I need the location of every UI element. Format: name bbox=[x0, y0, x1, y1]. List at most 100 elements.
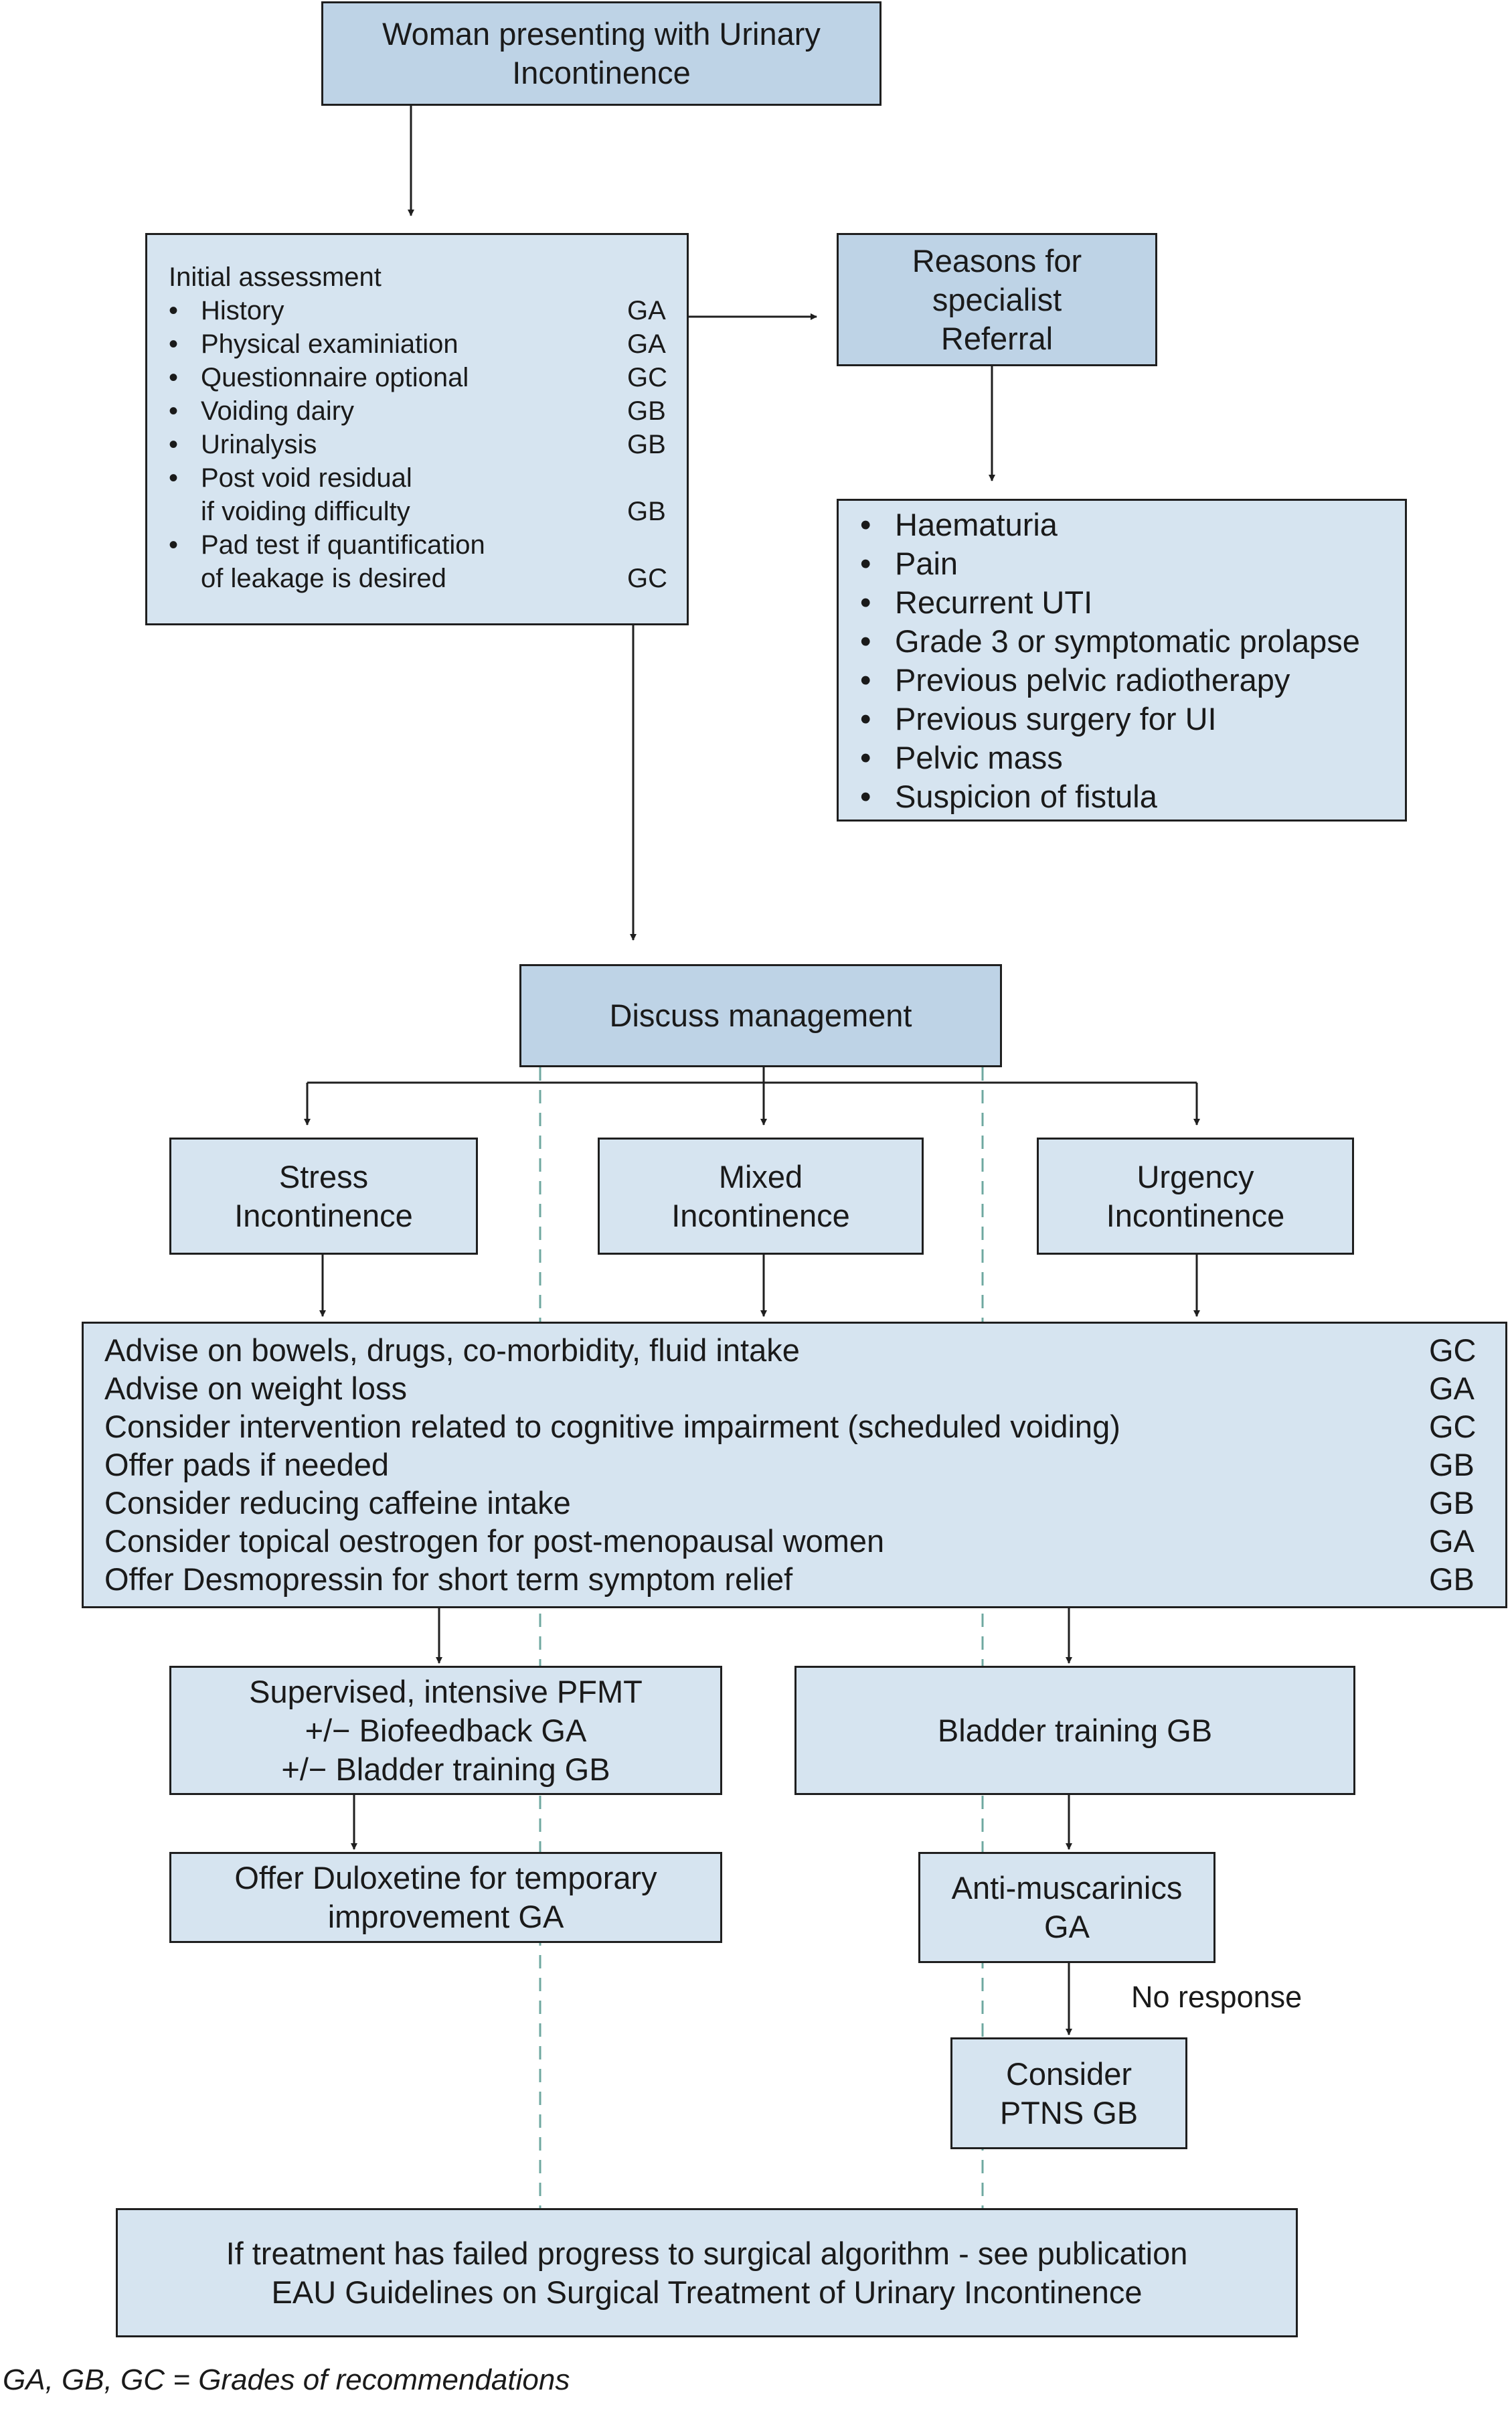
grade-badge: GA bbox=[1429, 1371, 1475, 1406]
assessment-item-text: Physical examiniation bbox=[201, 329, 458, 359]
grade-badge: GB bbox=[1429, 1447, 1475, 1482]
bullet-icon: • bbox=[169, 296, 179, 325]
referral-reason-text: Previous surgery for UI bbox=[895, 701, 1217, 736]
referral-line1: Reasons for bbox=[912, 242, 1082, 279]
assessment-item-text: Post void residual bbox=[201, 463, 412, 493]
box-urgency-incontinence: Urgency Incontinence bbox=[1037, 1138, 1354, 1255]
assessment-item-text: Pad test if quantification bbox=[201, 530, 485, 560]
bullet-icon: • bbox=[860, 740, 871, 775]
stress-line2: Incontinence bbox=[234, 1197, 413, 1233]
referral-reason-item: • Previous surgery for UI bbox=[839, 700, 1405, 738]
advice-item-text: Consider topical oestrogen for post-meno… bbox=[104, 1523, 885, 1559]
grade-badge: GC bbox=[1429, 1332, 1477, 1368]
box-referral-reasons: •Haematuria•Pain•Recurrent UTI•Grade 3 o… bbox=[837, 499, 1407, 822]
referral-reason-item: •Pelvic mass bbox=[839, 738, 1405, 777]
grade-badge: GB bbox=[1429, 1485, 1475, 1521]
bullet-icon: • bbox=[169, 363, 179, 392]
assessment-title-text: Initial assessment bbox=[169, 262, 382, 292]
referral-reason-item: •Previous pelvic radiotherapy bbox=[839, 661, 1405, 700]
bullet-icon: • bbox=[169, 430, 179, 459]
bullet-icon: • bbox=[169, 530, 179, 560]
grade-badge: GC bbox=[627, 363, 667, 392]
referral-reason-text: Haematuria bbox=[895, 507, 1058, 542]
grade-badge: GB bbox=[627, 430, 666, 459]
antimuscarinics-line1: Anti-muscarinics bbox=[951, 1870, 1183, 1905]
advice-item-text: Advise on bowels, drugs, co-morbidity, f… bbox=[104, 1332, 800, 1368]
referral-reason-text: Recurrent UTI bbox=[895, 585, 1093, 620]
referral-reason-item: •Grade 3 or symptomatic prolapse bbox=[839, 622, 1405, 661]
referral-reason-item: • Haematuria bbox=[839, 505, 1405, 544]
bullet-icon: • bbox=[860, 779, 871, 814]
discuss-label: Discuss management bbox=[609, 998, 912, 1033]
advice-item: Offer pads if needed GB bbox=[84, 1446, 1505, 1484]
advice-item: Offer Desmopressin for short term sympto… bbox=[84, 1560, 1505, 1598]
bullet-icon: • bbox=[169, 396, 179, 426]
urgency-line1: Urgency bbox=[1137, 1158, 1254, 1194]
grade-badge: GC bbox=[1429, 1409, 1477, 1444]
grades-footnote: GA, GB, GC = Grades of recommendations bbox=[3, 2363, 570, 2396]
bullet-icon: • bbox=[860, 701, 871, 736]
assessment-item-text: Voiding dairy bbox=[201, 396, 355, 426]
bullet-icon: • bbox=[860, 546, 871, 581]
bullet-icon: • bbox=[169, 463, 179, 493]
referral-reason-item: • Recurrent UTI bbox=[839, 583, 1405, 622]
bladder-training-label: Bladder training GB bbox=[937, 1712, 1213, 1748]
box-specialist-referral: Reasons for specialist Referral bbox=[837, 233, 1157, 366]
assessment-title: Initial assessment bbox=[147, 260, 687, 294]
box-ptns: Consider PTNS GB bbox=[950, 2037, 1187, 2149]
assessment-item-text: Urinalysis bbox=[201, 430, 317, 459]
assessment-item: • Pad test if quantification bbox=[147, 528, 687, 562]
grade-badge: GB bbox=[627, 396, 666, 426]
assessment-item: • Questionnaire optional GC bbox=[147, 361, 687, 394]
box-pfmt: Supervised, intensive PFMT +/− Biofeedba… bbox=[169, 1666, 722, 1795]
referral-line3: Referral bbox=[940, 320, 1054, 356]
assessment-item-text: Questionnaire optional bbox=[201, 363, 469, 392]
grade-badge: GB bbox=[1429, 1561, 1475, 1597]
box-discuss-management: Discuss management bbox=[519, 964, 1002, 1067]
grade-badge: GC bbox=[627, 564, 667, 593]
no-response-label: No response bbox=[1131, 1980, 1303, 2014]
duloxetine-line1: Offer Duloxetine for temporary bbox=[234, 1860, 657, 1895]
advice-item: Consider topical oestrogen for post-meno… bbox=[84, 1522, 1505, 1560]
referral-reason-text: Grade 3 or symptomatic prolapse bbox=[895, 623, 1360, 659]
urgency-line2: Incontinence bbox=[1106, 1197, 1285, 1233]
bullet-icon: • bbox=[860, 507, 871, 542]
advice-item: Advise on weight loss GA bbox=[84, 1369, 1505, 1407]
referral-line2: specialist bbox=[932, 281, 1062, 317]
assessment-item-text: if voiding difficulty bbox=[201, 497, 410, 526]
advice-item-text: Offer pads if needed bbox=[104, 1447, 390, 1482]
box-surgical-algorithm: If treatment has failed progress to surg… bbox=[116, 2208, 1298, 2337]
referral-reason-text: Pain bbox=[895, 546, 958, 581]
ptns-line2: PTNS GB bbox=[999, 2094, 1139, 2130]
box-woman-presenting-line1: Woman presenting with Urinary bbox=[382, 16, 821, 52]
assessment-item: • Voiding dairy GB bbox=[147, 394, 687, 428]
box-general-advice: Advise on bowels, drugs, co-morbidity, f… bbox=[82, 1322, 1507, 1608]
ptns-line1: Consider bbox=[1005, 2055, 1132, 2092]
advice-item: Consider intervention related to cogniti… bbox=[84, 1407, 1505, 1446]
antimuscarinics-line2: GA bbox=[1044, 1909, 1090, 1944]
box-woman-presenting: Woman presenting with Urinary Incontinen… bbox=[321, 1, 881, 106]
bullet-icon: • bbox=[860, 585, 871, 620]
pfmt-line3: +/− Bladder training GB bbox=[281, 1751, 610, 1787]
mixed-line1: Mixed bbox=[718, 1158, 803, 1194]
box-antimuscarinics: Anti-muscarinics GA bbox=[918, 1852, 1215, 1963]
advice-item-text: Advise on weight loss bbox=[104, 1371, 407, 1406]
surgical-line2: EAU Guidelines on Surgical Treatment of … bbox=[271, 2274, 1143, 2310]
assessment-item: • Urinalysis GB bbox=[147, 428, 687, 461]
bullet-icon: • bbox=[860, 662, 871, 698]
advice-list: Advise on bowels, drugs, co-morbidity, f… bbox=[84, 1331, 1505, 1598]
grade-badge: GA bbox=[1429, 1523, 1475, 1559]
advice-item-text: Offer Desmopressin for short term sympto… bbox=[104, 1561, 793, 1597]
advice-item-text: Consider intervention related to cogniti… bbox=[104, 1409, 1120, 1444]
referral-reason-item: • Pain bbox=[839, 544, 1405, 583]
assessment-item-text: History bbox=[201, 296, 284, 325]
mixed-line2: Incontinence bbox=[671, 1197, 850, 1233]
